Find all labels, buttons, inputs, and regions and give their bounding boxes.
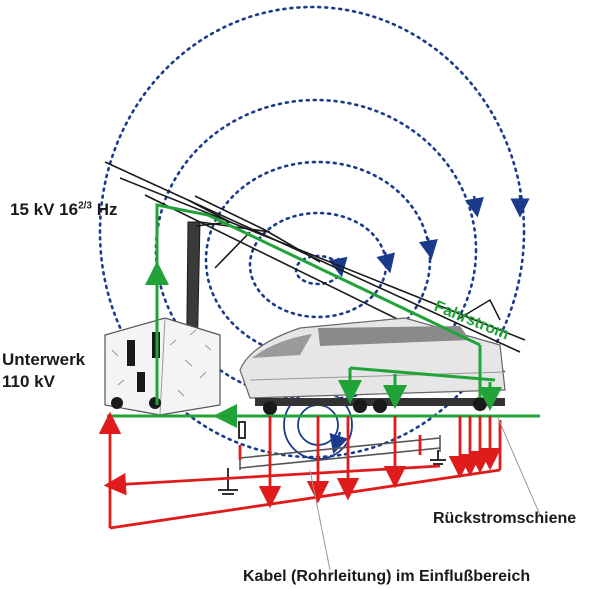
field-line-4	[154, 98, 478, 402]
return-rail-label: Rückstromschiene	[433, 510, 577, 527]
leader-lines	[309, 417, 541, 571]
voltage-label: 15 kV 162/3 Hz	[10, 200, 117, 220]
ground-symbols	[218, 421, 446, 495]
field-line-2	[248, 211, 388, 319]
voltage-text: 15 kV 16	[10, 200, 79, 219]
voltage-unit: Hz	[91, 200, 118, 219]
substation-label-1: Unterwerk	[2, 350, 86, 369]
substation-building	[104, 317, 221, 416]
traction-current-path	[145, 203, 502, 411]
stray-currents	[98, 411, 502, 530]
train	[239, 298, 506, 415]
substation-label-2: 110 kV	[2, 372, 55, 391]
cable-label: Kabel (Rohrleitung) im Einflußbereich	[243, 568, 531, 585]
field-line-5	[98, 5, 526, 459]
field-line-3	[204, 160, 432, 360]
voltage-superscript: 2/3	[78, 200, 92, 212]
